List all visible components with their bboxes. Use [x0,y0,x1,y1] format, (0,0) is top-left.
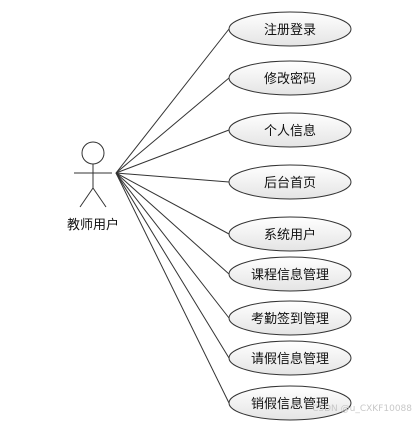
use-case-ellipse [228,60,352,96]
use-cases: 注册登录 修改密码 个人信息 后台首页 系统用户 课程信息管理 考勤签到管理 [228,11,352,421]
watermark: CSDN @u_CXKF10088 [312,404,412,414]
association-line [115,172,230,275]
use-case-ellipse [228,340,352,376]
use-case-ellipse [228,216,352,252]
association-line [115,129,230,174]
use-case-label: 后台首页 [264,176,316,191]
association-line [115,172,230,404]
use-case-personal-info: 个人信息 [228,112,352,148]
use-case-system-user: 系统用户 [228,216,352,252]
association-lines [115,28,230,404]
use-case-label: 请假信息管理 [251,351,329,367]
use-case-label: 考勤签到管理 [251,311,329,327]
use-case-ellipse [228,11,352,47]
actor-teacher-user: 教师用户 [67,141,119,233]
use-case-label: 个人信息 [264,123,316,139]
use-case-leave-cancel-management: 销假信息管理 [228,385,352,421]
association-line [115,77,230,174]
association-line [115,172,230,359]
association-line [115,172,230,319]
use-case-label: 修改密码 [264,71,316,87]
use-case-label: 销假信息管理 [251,396,329,412]
use-case-ellipse [228,300,352,336]
actor-right-leg [92,187,107,208]
association-line [115,172,230,235]
actor-head [81,141,105,165]
use-case-register-login: 注册登录 [228,11,352,47]
use-case-leave-request-management: 请假信息管理 [228,340,352,376]
use-case-label: 系统用户 [264,227,316,243]
use-case-ellipse [228,112,352,148]
use-case-ellipse [228,256,352,292]
actor-left-leg [79,187,94,208]
use-case-ellipse [228,164,352,200]
use-case-attendance-management: 考勤签到管理 [228,300,352,336]
use-case-ellipse [228,385,352,421]
association-line [115,28,230,174]
actor-label: 教师用户 [67,217,119,233]
use-case-label: 注册登录 [264,23,316,38]
use-case-course-info-management: 课程信息管理 [228,256,352,292]
association-line [115,172,230,183]
use-case-label: 课程信息管理 [251,267,329,283]
use-case-change-password: 修改密码 [228,60,352,96]
use-case-admin-home: 后台首页 [228,164,352,200]
